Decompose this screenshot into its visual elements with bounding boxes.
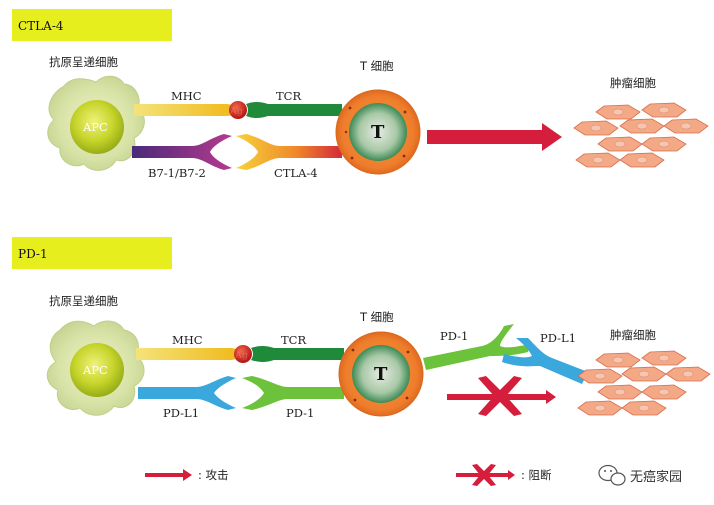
pd1-apc-cell: APC xyxy=(46,320,145,416)
ctla4-antigen xyxy=(229,101,247,119)
ctla4-tumor-cells xyxy=(573,102,709,168)
pd1-apc-title: 抗原呈递细胞 xyxy=(49,294,118,308)
pd1-header-label: PD-1 xyxy=(18,247,48,261)
pd1-tcr-label: TCR xyxy=(281,333,306,347)
pd1-left-pdl1-ligand xyxy=(138,376,236,410)
ctla4-b7-ligand xyxy=(132,134,232,170)
pd1-tcell-title: T 细胞 xyxy=(359,310,394,324)
pd1-header-bar xyxy=(12,237,172,269)
pd1-right-pdl1-label: PD-L1 xyxy=(540,331,576,345)
ctla4-t-cell: T xyxy=(335,89,421,175)
pd1-apc-label: APC xyxy=(82,363,108,377)
ctla4-mhc-receptor xyxy=(134,104,238,116)
legend-attack-arrow-icon xyxy=(145,469,192,481)
pd1-left-pd1-label: PD-1 xyxy=(286,406,314,420)
pd1-antigen xyxy=(234,345,252,363)
pd1-t-cell: T xyxy=(338,331,424,417)
pd1-blocked-attack-arrow xyxy=(447,376,556,416)
ctla4-tumor-title: 肿瘤细胞 xyxy=(610,76,656,90)
legend-attack-label: : 攻击 xyxy=(198,468,229,482)
ctla4-apc-cell: APC xyxy=(47,75,145,171)
wechat-logo-icon xyxy=(598,464,626,486)
ctla4-tcr-receptor xyxy=(246,102,342,118)
pd1-ag-label: Ag xyxy=(234,350,248,361)
watermark-text: 无癌家园 xyxy=(630,469,682,485)
ctla4-attack-arrow-icon xyxy=(427,123,562,151)
pd1-mhc-receptor xyxy=(136,348,242,360)
ctla4-b7-label: B7-1/B7-2 xyxy=(148,166,206,180)
pd1-tcell-label: T xyxy=(374,364,388,385)
ctla4-apc-label: APC xyxy=(82,120,108,134)
pd1-right-pd1-receptor xyxy=(423,324,530,370)
legend: : 攻击 : 阻断 xyxy=(145,464,552,486)
watermark: 无癌家园 xyxy=(598,464,682,486)
ctla4-header-label: CTLA-4 xyxy=(18,19,64,33)
pd1-right-pdl1-ligand xyxy=(502,338,588,384)
ctla4-header-bar xyxy=(12,9,172,41)
ctla4-section: CTLA-4 抗原呈递细胞 APC MHC Ag TCR B7-1/B7-2 C… xyxy=(12,9,709,180)
ctla4-apc-title: 抗原呈递细胞 xyxy=(49,55,118,69)
legend-block-label: : 阻断 xyxy=(521,468,552,482)
pd1-mhc-label: MHC xyxy=(172,333,203,347)
legend-block-cross-icon xyxy=(472,464,496,486)
ctla4-tcell-label: T xyxy=(371,122,385,143)
pd1-block-cross-icon xyxy=(478,376,522,416)
pd1-right-pd1-label: PD-1 xyxy=(440,329,468,343)
pd1-tumor-title: 肿瘤细胞 xyxy=(610,328,656,342)
pd1-tumor-cells xyxy=(577,350,711,416)
pd1-left-pdl1-label: PD-L1 xyxy=(163,406,199,420)
pd1-section: PD-1 抗原呈递细胞 APC MHC Ag TCR PD-L1 PD-1 T … xyxy=(12,237,711,420)
ctla4-receptor xyxy=(236,134,342,170)
ctla4-tcell-title: T 细胞 xyxy=(359,59,394,73)
ctla4-ag-label: Ag xyxy=(229,106,243,117)
pd1-left-pd1-receptor xyxy=(242,376,344,410)
ctla4-mhc-label: MHC xyxy=(171,89,202,103)
ctla4-receptor-label: CTLA-4 xyxy=(274,166,318,180)
pd1-tcr-receptor xyxy=(251,346,344,362)
ctla4-tcr-label: TCR xyxy=(276,89,301,103)
